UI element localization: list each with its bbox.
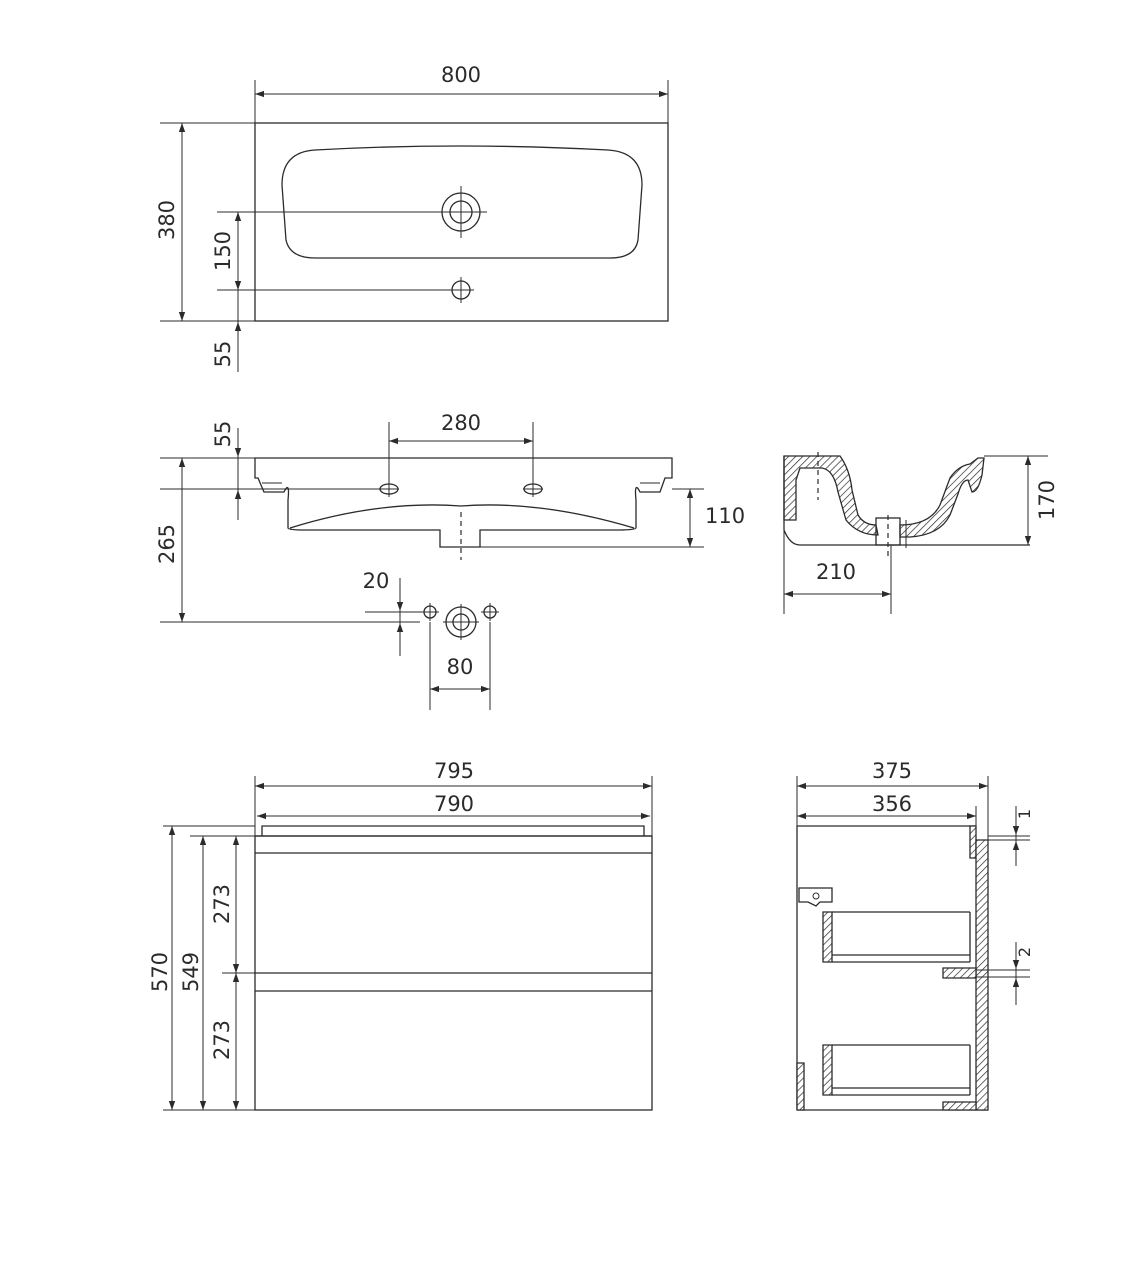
dim-side-outer-depth: 375 [872,759,912,783]
dim-drawer-gap: 2 [1015,947,1034,957]
side-section-wall-front [783,455,879,536]
cabinet-front: 795 790 570 549 273 273 [148,759,653,1111]
dim-cabinet-outer-width: 795 [434,759,474,783]
dim-top-edge: 55 [211,341,235,368]
basin-top-profile [261,825,645,836]
dim-upper-drawer: 273 [210,884,234,924]
dim-hole-spacing: 280 [441,411,481,435]
dim-top-depth: 380 [155,200,179,240]
cabinet-side: 375 356 1 2 [796,759,1034,1111]
dim-top-gap: 1 [1015,809,1034,819]
front-section: 280 55 265 110 20 [155,411,745,710]
side-section-wall-back [899,457,985,538]
drain-outlet [875,517,901,546]
dim-cabinet-body-height: 549 [179,952,203,992]
bowl-curve [289,504,635,529]
dim-side-inner-depth: 356 [872,792,912,816]
bowl-outline [281,145,643,259]
basin-front-profile [254,457,673,548]
dim-drain-offset: 210 [816,560,856,584]
dim-bracket-spacing: 80 [447,655,474,679]
dim-bracket-offset: 20 [363,569,390,593]
dim-lower-drawer: 273 [210,1020,234,1060]
top-view: 800 380 150 55 [155,63,669,372]
cabinet-back-panel [975,839,989,1111]
dim-front-edge: 55 [211,421,235,448]
dim-cabinet-inner-width: 790 [434,792,474,816]
basin-outline [254,122,669,322]
dim-bowl-depth: 110 [705,504,745,528]
dim-top-width: 800 [441,63,481,87]
side-section: 170 210 [783,452,1059,614]
dim-front-height: 265 [155,524,179,564]
dim-side-height: 170 [1035,480,1059,520]
dim-cabinet-total-height: 570 [148,952,172,992]
siphon-cutout [798,887,833,907]
dim-tap-offset: 150 [211,231,235,271]
